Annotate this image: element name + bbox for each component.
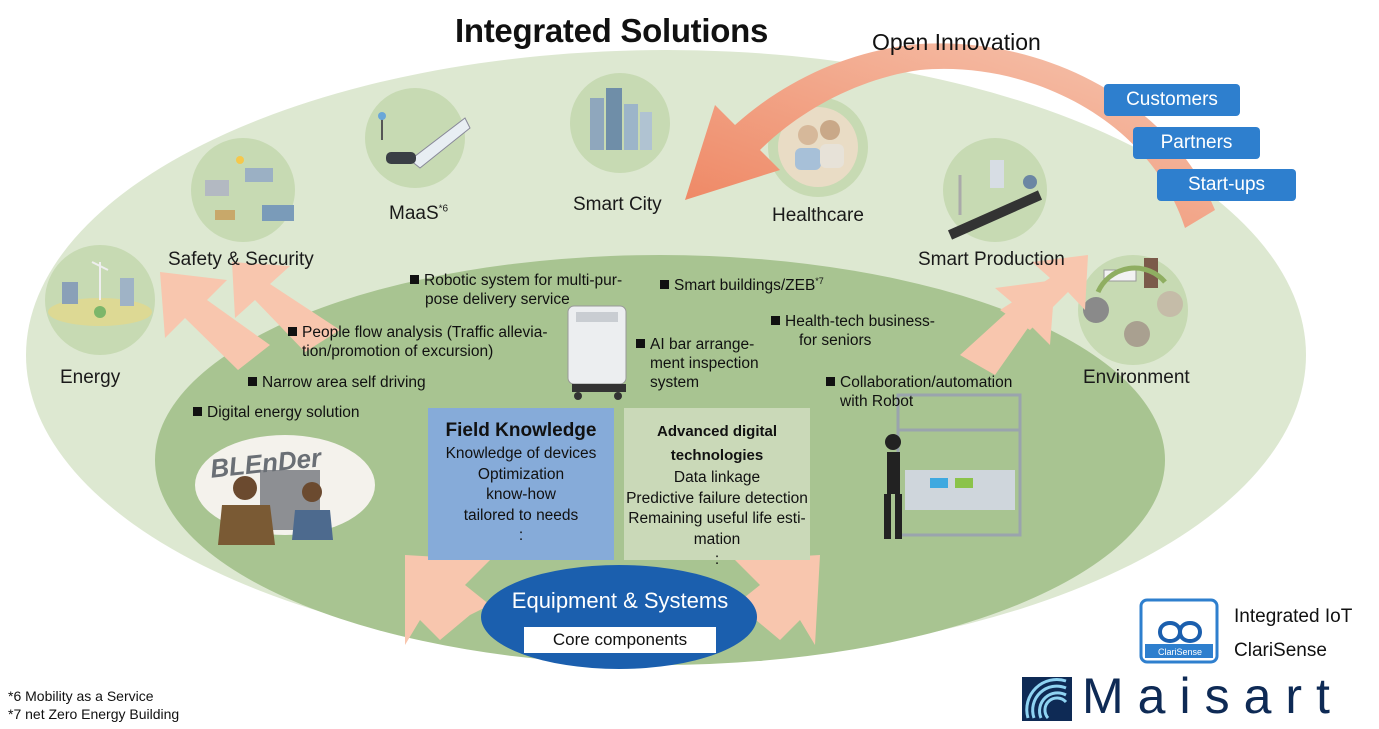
stakeholder-startups: Start-ups [1157,169,1296,201]
initiative-digital-energy: Digital energy solution [193,403,360,422]
field-energy: Energy [60,367,121,388]
fk-line: : [518,527,524,544]
environment-illustration [1083,258,1183,347]
field-safety-security: Safety & Security [168,249,314,270]
clarisense-badge [1139,598,1219,664]
arrow-to-energy [160,272,270,370]
clarisense-text: Integrated IoT ClariSense [1234,600,1352,668]
healthcare-illustration [778,107,858,187]
field-smart-city: Smart City [573,194,662,215]
equipment-ellipse [481,565,757,669]
arrow-to-environment [1000,255,1088,330]
field-healthcare: Healthcare [772,205,864,226]
footnotes: *6 Mobility as a Service *7 net Zero Ene… [8,687,179,723]
smart-city-illustration [590,88,652,150]
maisart-logo-mark [1022,677,1072,721]
footnote-7: *7 net Zero Energy Building [8,706,180,722]
smart-production-circle [943,138,1047,242]
delivery-robot-illustration [567,305,627,400]
field-knowledge-content: Field Knowledge Knowledge of devices Opt… [428,418,614,547]
blender-illustration [195,435,375,545]
footnote-6: *6 Mobility as a Service [8,688,154,704]
initiative-people-flow: People flow analysis (Traffic allevia- t… [288,323,548,361]
arrow-up-left [405,555,490,645]
adt-line: mation [693,530,741,548]
initiative-collaboration-robot: Collaboration/automation with Robot [826,373,1012,411]
adt-line: : [714,551,720,568]
field-arrows [160,255,1088,645]
arrow-to-safety [232,262,340,352]
initiative-robotic-delivery: Robotic system for multi-pur- pose deliv… [410,271,622,309]
advanced-digital-box [624,408,810,560]
equipment-systems-label: Equipment & Systems [511,588,729,613]
open-innovation-arrow [685,43,1215,228]
page-title: Integrated Solutions [455,12,769,49]
adt-line: Remaining useful life esti- [628,510,806,527]
fk-line: tailored to needs [463,506,579,524]
fk-line: Optimization [477,465,565,483]
stakeholder-customers: Customers [1104,84,1240,116]
field-knowledge-box [428,408,614,560]
stakeholder-partners: Partners [1133,127,1260,159]
safety-illustration [205,156,294,221]
field-knowledge-heading: Field Knowledge [445,420,597,441]
energy-illustration [48,261,152,326]
initiative-narrow-area: Narrow area self driving [248,373,426,392]
fk-line: know-how [486,486,556,503]
arrow-up-right [735,555,820,645]
robot-cell-illustration [884,393,1022,539]
clarisense-badge-text: ClariSense [1157,647,1203,657]
core-components-label: Core components [524,627,716,653]
field-smart-production: Smart Production [918,249,1065,270]
initiative-smart-buildings: Smart buildings/ZEB*7 [660,272,824,295]
field-environment: Environment [1083,367,1190,388]
maas-illustration [378,112,471,169]
fk-line: Knowledge of devices [445,445,597,462]
adt-line: Data linkage [673,469,761,486]
initiative-ai-bar-inspection: AI bar arrange- ment inspection system [636,335,759,392]
initiative-health-tech: Health-tech business- for seniors [771,312,935,350]
clarisense-line2: ClariSense [1234,640,1327,661]
clarisense-line1: Integrated IoT [1234,606,1353,627]
adt-line: Predictive failure detection [626,489,808,507]
maisart-wordmark: Maisart [1082,668,1344,724]
advanced-digital-heading: Advanced digital technologies [656,423,778,464]
field-maas: MaaS*6 [389,203,449,224]
smart-production-illustration [947,160,1043,240]
advanced-digital-content: Advanced digital technologies Data linka… [624,420,810,571]
open-innovation-label: Open Innovation [872,29,1041,55]
